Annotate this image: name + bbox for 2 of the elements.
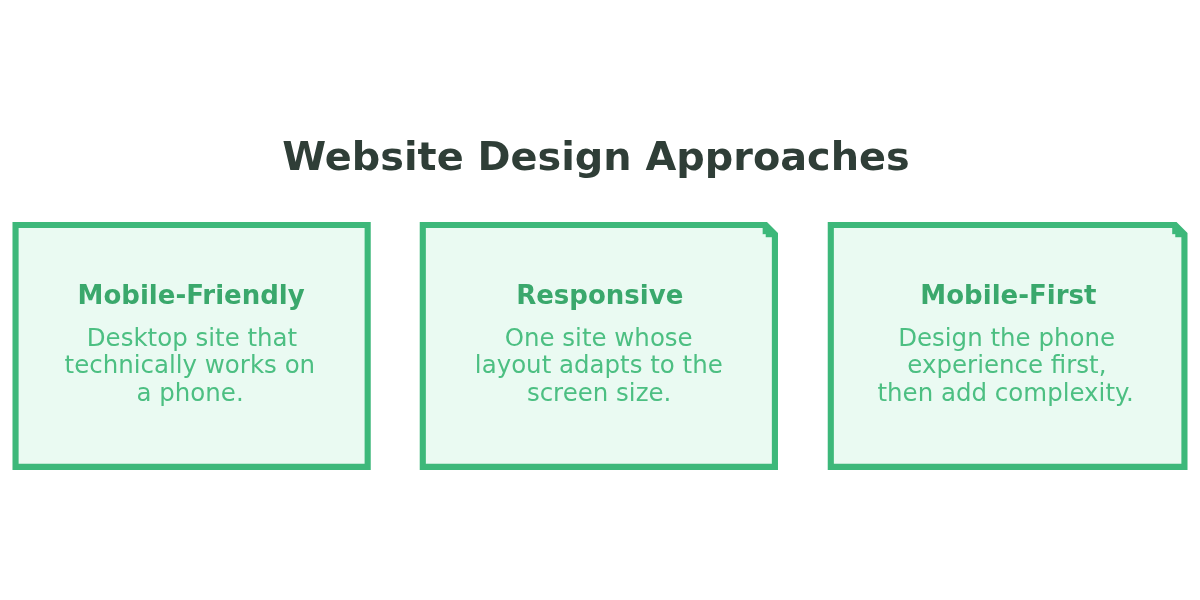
node-box: Mobile-Friendly Desktop site that technically works on a phone. [12,221,371,470]
diagram-title: Website Design Approaches [282,132,910,179]
